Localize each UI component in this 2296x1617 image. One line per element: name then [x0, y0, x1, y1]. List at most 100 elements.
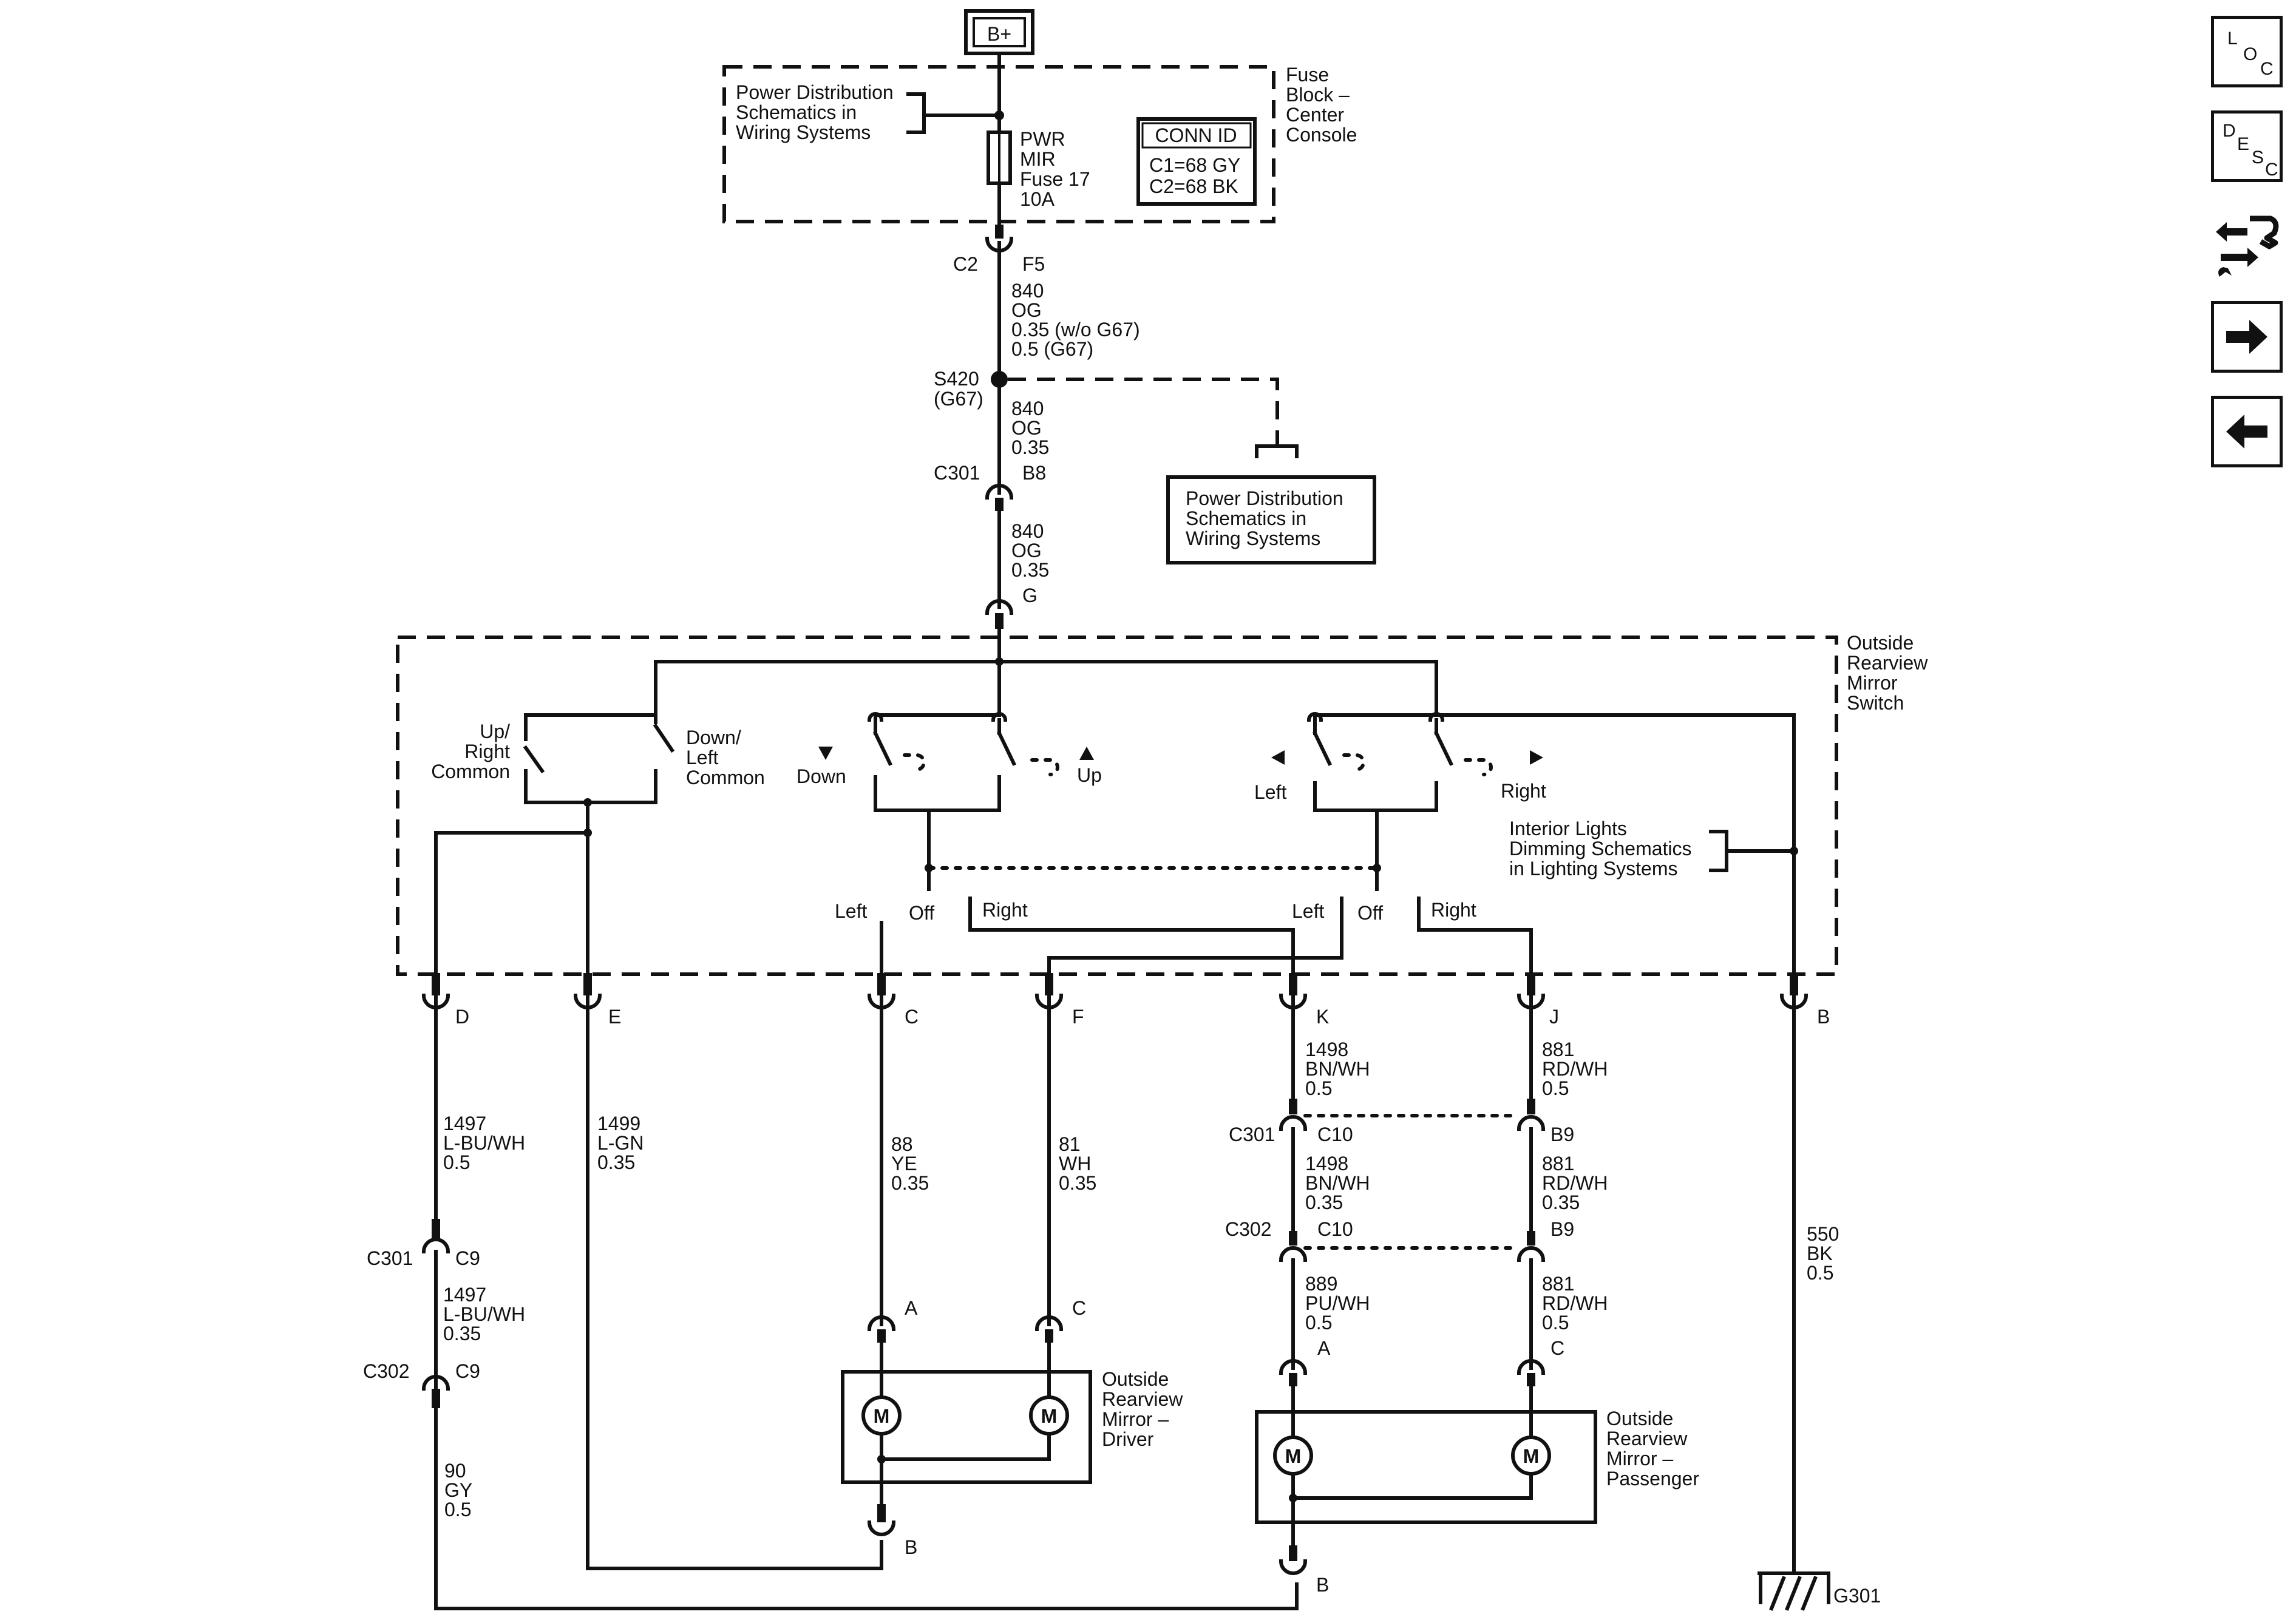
left-label: Left: [1254, 781, 1286, 803]
sel2-left-label: Left: [1292, 900, 1324, 922]
svg-text:OG: OG: [1011, 540, 1042, 561]
svg-text:88: 88: [891, 1133, 913, 1155]
diagnostic-tools-button[interactable]: [2211, 206, 2283, 278]
svg-text:C9: C9: [455, 1360, 480, 1382]
svg-text:BK: BK: [1807, 1242, 1833, 1264]
pd-schematic-ref-1: Power Distribution Schematics in Wiring …: [736, 81, 1001, 143]
svg-text:C9: C9: [455, 1247, 480, 1269]
mirror-switch-outline: [396, 636, 1838, 976]
pd-schematic-ref-2: Power Distribution Schematics in Wiring …: [1166, 475, 1376, 564]
svg-text:0.35: 0.35: [1011, 436, 1049, 458]
down-left-common-label: Down/ Left Common: [686, 727, 765, 788]
svg-text:E: E: [608, 1006, 621, 1028]
svg-text:M: M: [874, 1405, 890, 1427]
next-button[interactable]: [2211, 301, 2283, 373]
wrench-arrows-icon: [2216, 215, 2279, 277]
driver-pin-a: A: [867, 1297, 918, 1343]
wire-881-a: 881 RD/WH 0.5: [1542, 1039, 1608, 1099]
svg-text:Rearview: Rearview: [1847, 652, 1928, 674]
wire-840-og-1: 840 OG 0.35 (w/o G67) 0.5 (G67): [1011, 280, 1140, 360]
svg-text:B9: B9: [1550, 1218, 1574, 1240]
pin-d: D: [421, 973, 469, 1028]
svg-text:RD/WH: RD/WH: [1542, 1172, 1608, 1194]
connector-c301-b8: C301 B8: [934, 462, 1046, 511]
svg-text:C2=68 BK: C2=68 BK: [1149, 175, 1238, 197]
svg-text:Center: Center: [1286, 104, 1344, 126]
sel-right-label: Right: [982, 899, 1028, 921]
connector-c302-c9: C302 C9: [363, 1360, 480, 1408]
svg-text:B: B: [905, 1536, 917, 1558]
svg-text:J: J: [1549, 1006, 1559, 1028]
connector-switch-g: G: [985, 585, 1038, 629]
pin-j: J: [1517, 973, 1559, 1028]
passenger-pin-c: C: [1517, 1337, 1564, 1386]
right-arrow-icon: [1530, 750, 1543, 765]
svg-text:RD/WH: RD/WH: [1542, 1058, 1608, 1080]
wire-1498-a: 1498 BN/WH 0.5: [1305, 1039, 1370, 1099]
svg-text:WH: WH: [1059, 1153, 1091, 1175]
svg-text:C1=68 GY: C1=68 GY: [1149, 154, 1240, 176]
svg-text:Right: Right: [464, 741, 510, 762]
svg-text:881: 881: [1542, 1039, 1574, 1060]
svg-text:1497: 1497: [443, 1113, 486, 1134]
svg-text:10A: 10A: [1020, 188, 1055, 210]
svg-text:L-BU/WH: L-BU/WH: [443, 1132, 525, 1154]
svg-text:81: 81: [1059, 1133, 1081, 1155]
svg-text:L-GN: L-GN: [597, 1132, 644, 1154]
svg-text:C301: C301: [1229, 1124, 1275, 1145]
arrow-right-icon: [2226, 320, 2267, 354]
svg-text:C10: C10: [1317, 1124, 1353, 1145]
sel2-off-label: Off: [1357, 902, 1383, 924]
svg-text:Common: Common: [431, 761, 510, 782]
wire-1498-b: 1498 BN/WH 0.35: [1305, 1153, 1370, 1213]
svg-text:Power Distribution: Power Distribution: [736, 81, 894, 103]
splice-s420-label: S420 (G67): [934, 368, 983, 410]
connector-b9-b: B9: [1517, 1218, 1574, 1263]
pin-e: E: [573, 973, 621, 1028]
svg-text:D: D: [455, 1006, 469, 1028]
sel-left-label: Left: [835, 900, 867, 922]
connector-c301-c9: C301 C9: [367, 1219, 480, 1269]
svg-text:G: G: [1022, 585, 1038, 606]
previous-button[interactable]: [2211, 396, 2283, 467]
location-button[interactable]: L O C: [2211, 16, 2283, 87]
wire-881-c: 881 RD/WH 0.5: [1542, 1273, 1608, 1334]
svg-text:A: A: [905, 1297, 918, 1319]
wire-550-bk: 550 BK 0.5: [1807, 1223, 1839, 1284]
svg-text:M: M: [1041, 1405, 1058, 1427]
svg-text:Mirror –: Mirror –: [1606, 1448, 1673, 1470]
wire-881-b: 881 RD/WH 0.35: [1542, 1153, 1608, 1213]
svg-text:PU/WH: PU/WH: [1305, 1292, 1370, 1314]
svg-text:Wiring Systems: Wiring Systems: [1186, 527, 1320, 549]
svg-text:Schematics in: Schematics in: [1186, 507, 1306, 529]
svg-text:RD/WH: RD/WH: [1542, 1292, 1608, 1314]
svg-text:881: 881: [1542, 1153, 1574, 1175]
svg-text:840: 840: [1011, 280, 1044, 302]
svg-text:Power Distribution: Power Distribution: [1186, 487, 1343, 509]
fuse-17-label: PWR MIR Fuse 17 10A: [1020, 128, 1090, 210]
svg-text:BN/WH: BN/WH: [1305, 1172, 1370, 1194]
svg-text:C10: C10: [1317, 1218, 1353, 1240]
svg-text:Passenger: Passenger: [1606, 1468, 1699, 1490]
connector-c302-c10: C302 C10: [1225, 1218, 1353, 1263]
wire-1497-a: 1497 L-BU/WH 0.5: [443, 1113, 525, 1173]
svg-text:C: C: [1072, 1297, 1086, 1319]
svg-text:Mirror –: Mirror –: [1102, 1408, 1169, 1430]
svg-text:550: 550: [1807, 1223, 1839, 1245]
svg-text:G301: G301: [1833, 1585, 1881, 1607]
pin-c: C: [867, 973, 919, 1028]
down-label: Down: [796, 765, 846, 787]
svg-text:C302: C302: [363, 1360, 410, 1382]
passenger-mirror-label: Outside Rearview Mirror – Passenger: [1606, 1408, 1699, 1490]
svg-text:B: B: [1316, 1574, 1329, 1596]
svg-text:90: 90: [444, 1460, 466, 1482]
svg-text:0.35 (w/o G67): 0.35 (w/o G67): [1011, 319, 1140, 341]
ground-g301: G301: [1758, 1571, 1881, 1611]
description-button[interactable]: D E S C: [2211, 110, 2283, 182]
svg-text:0.5: 0.5: [443, 1151, 470, 1173]
passenger-pin-b: B: [1279, 1545, 1329, 1596]
svg-text:B8: B8: [1022, 462, 1046, 484]
svg-text:C: C: [1550, 1337, 1564, 1359]
svg-text:PWR: PWR: [1020, 128, 1065, 150]
